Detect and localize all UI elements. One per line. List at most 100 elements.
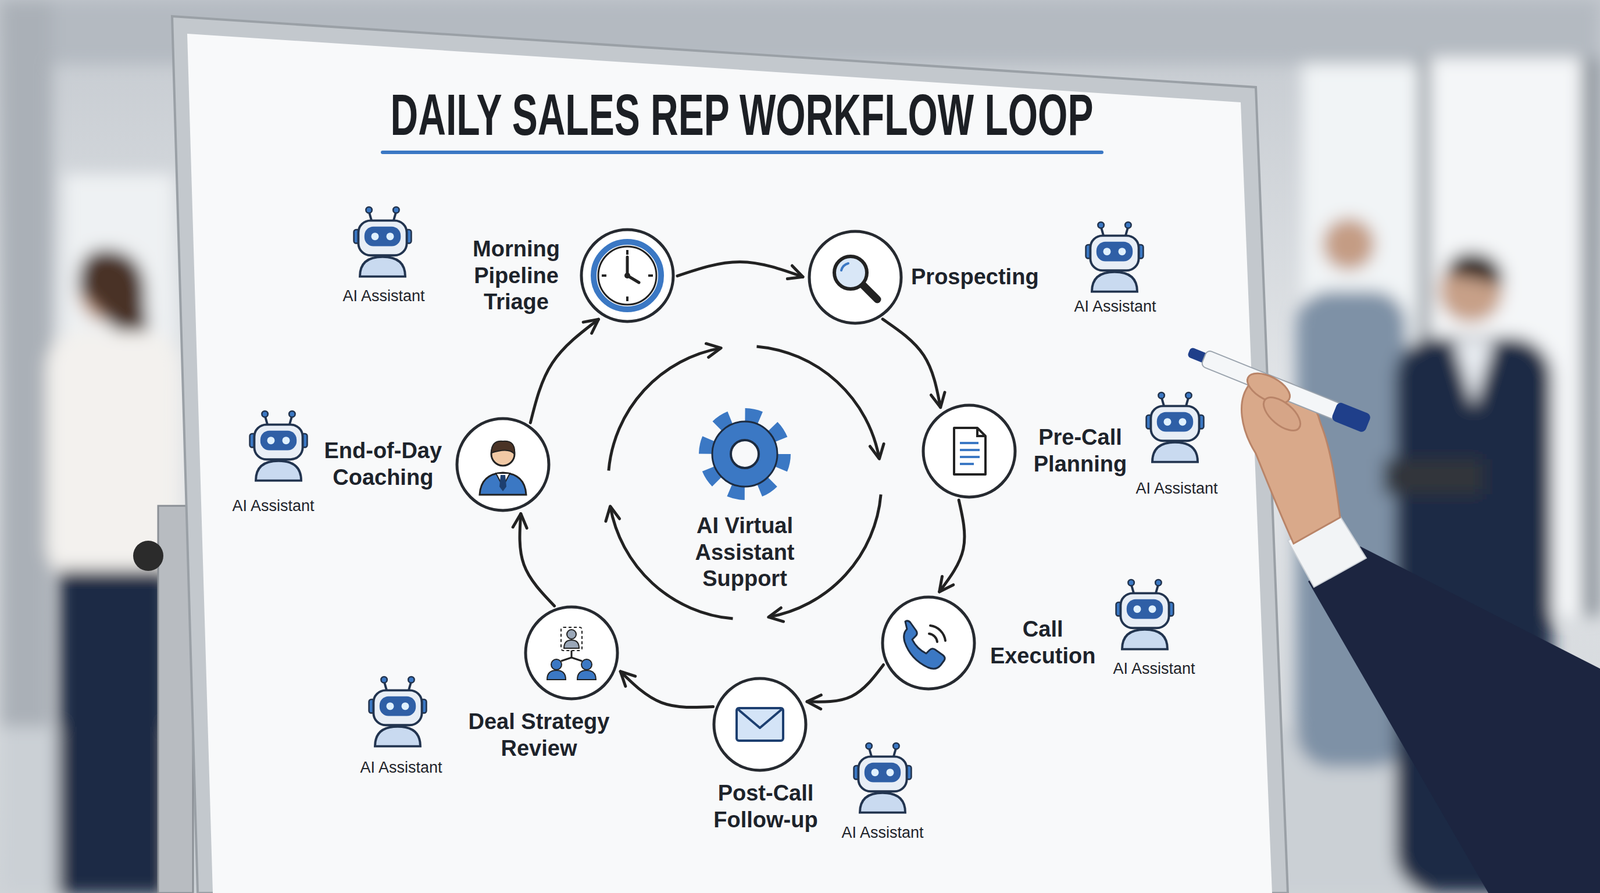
document-fold xyxy=(977,427,986,437)
flow-arrow xyxy=(677,261,803,277)
step-label: Deal Strategy Review xyxy=(461,708,617,762)
label-holder: AI Virtual Assistant Support xyxy=(689,512,800,593)
step-circle xyxy=(882,597,975,689)
step-outline xyxy=(579,227,675,324)
window-frame xyxy=(1581,58,1600,617)
icon-ground xyxy=(923,405,1016,498)
gear-teeth xyxy=(706,415,784,493)
magnifier-lens xyxy=(834,256,867,289)
flow-arrow xyxy=(530,319,599,423)
step-label: Prospecting xyxy=(911,263,1039,291)
person-body xyxy=(547,670,566,680)
icon-ground xyxy=(809,231,902,324)
gear-hole xyxy=(730,440,759,469)
step-node: Pre-Call Planning xyxy=(921,403,1017,499)
assistant-label: AI Assistant xyxy=(841,823,924,842)
flow-arrow xyxy=(882,319,941,408)
envelope-flap xyxy=(736,708,784,728)
clock-tick xyxy=(601,274,607,277)
title-holder: DAILY SALES REP WORKFLOW LOOP xyxy=(209,85,1275,144)
clock-face xyxy=(598,246,657,305)
step-outline xyxy=(523,605,620,701)
phone-icon xyxy=(904,620,946,669)
label-holder: AI Assistant xyxy=(342,286,425,306)
robot-icon xyxy=(369,676,427,747)
step-node: Morning Pipeline Triage xyxy=(579,227,675,324)
flow-arrow xyxy=(519,513,555,607)
clock-pin xyxy=(624,272,631,279)
step-label-holder: Morning Pipeline Triage xyxy=(461,236,572,316)
clock-tick xyxy=(626,296,629,302)
icon-ground xyxy=(456,418,549,511)
board-frame xyxy=(172,16,1288,893)
step-circle xyxy=(525,606,618,699)
person-head xyxy=(551,659,562,670)
phone-wave xyxy=(929,633,938,642)
whiteboard xyxy=(187,33,1273,893)
person-head xyxy=(566,629,577,639)
flow-arrow xyxy=(806,664,884,702)
step-node: End-of-Day Coaching xyxy=(455,416,551,513)
gear-body xyxy=(712,421,778,487)
label-holder: AI Assistant xyxy=(359,758,442,777)
assistant-label: AI Assistant xyxy=(342,286,425,306)
finger xyxy=(1258,391,1307,437)
step-circle xyxy=(581,229,674,322)
phone-wave xyxy=(930,625,946,641)
step-circle xyxy=(809,231,902,324)
assistant-label: AI Assistant xyxy=(1073,297,1156,316)
gear-icon xyxy=(706,415,784,493)
magnifier-icon xyxy=(834,256,878,300)
person-trousers xyxy=(58,569,169,893)
tablet xyxy=(1383,459,1483,495)
icon-ground xyxy=(882,597,975,689)
magnifier-handle xyxy=(862,284,878,300)
step-label-holder: Call Execution xyxy=(984,616,1102,670)
robot-icon xyxy=(250,411,308,481)
step-label-holder: End-of-Day Coaching xyxy=(319,437,448,491)
robot-icon xyxy=(1086,222,1144,292)
assistant-label: AI Assistant xyxy=(1135,479,1218,498)
team-frame xyxy=(561,627,582,651)
label-holder: AI Assistant xyxy=(231,496,314,516)
step-outline xyxy=(880,595,977,691)
assistant-label: AI Assistant xyxy=(231,496,314,516)
icon-ground xyxy=(713,678,806,771)
step-icon-grounds xyxy=(456,229,1016,771)
document-line xyxy=(959,448,980,452)
step-outline xyxy=(807,229,903,325)
robot-icon xyxy=(1116,579,1174,650)
team-icon xyxy=(547,627,596,680)
marker-cap xyxy=(1330,401,1372,434)
document-sheet xyxy=(954,427,986,475)
step-outline xyxy=(921,403,1017,499)
step-node: Prospecting xyxy=(807,229,903,325)
document-line xyxy=(959,441,979,445)
document-line xyxy=(959,462,974,466)
robot-icon xyxy=(1146,392,1205,463)
person-head xyxy=(581,659,592,670)
lens-glint xyxy=(841,263,849,271)
document-icon xyxy=(954,427,986,475)
coach-tie xyxy=(499,475,507,492)
step-label: Pre-Call Planning xyxy=(1025,424,1136,478)
person-hair xyxy=(1444,252,1504,285)
label-holder: AI Assistant xyxy=(1112,659,1195,678)
clock-tick xyxy=(648,274,653,277)
step-node: Call Execution xyxy=(880,595,977,691)
person-shirt xyxy=(1453,340,1495,407)
presenter-arm xyxy=(1185,342,1600,893)
coach-icon xyxy=(479,441,527,495)
step-label: End-of-Day Coaching xyxy=(319,437,448,491)
person-body xyxy=(563,640,580,649)
coach-hair xyxy=(491,441,515,455)
envelope-body xyxy=(736,708,784,741)
assistant-label: AI Assistant xyxy=(1112,659,1195,678)
envelope-icon xyxy=(736,708,784,741)
step-node: Deal Strategy Review xyxy=(523,605,620,701)
step-label-holder: Post-Call Follow-up xyxy=(706,780,824,834)
document-line xyxy=(959,455,980,459)
hub-label: AI Virtual Assistant Support xyxy=(689,512,800,593)
hub-cycle-arrows xyxy=(608,346,881,619)
